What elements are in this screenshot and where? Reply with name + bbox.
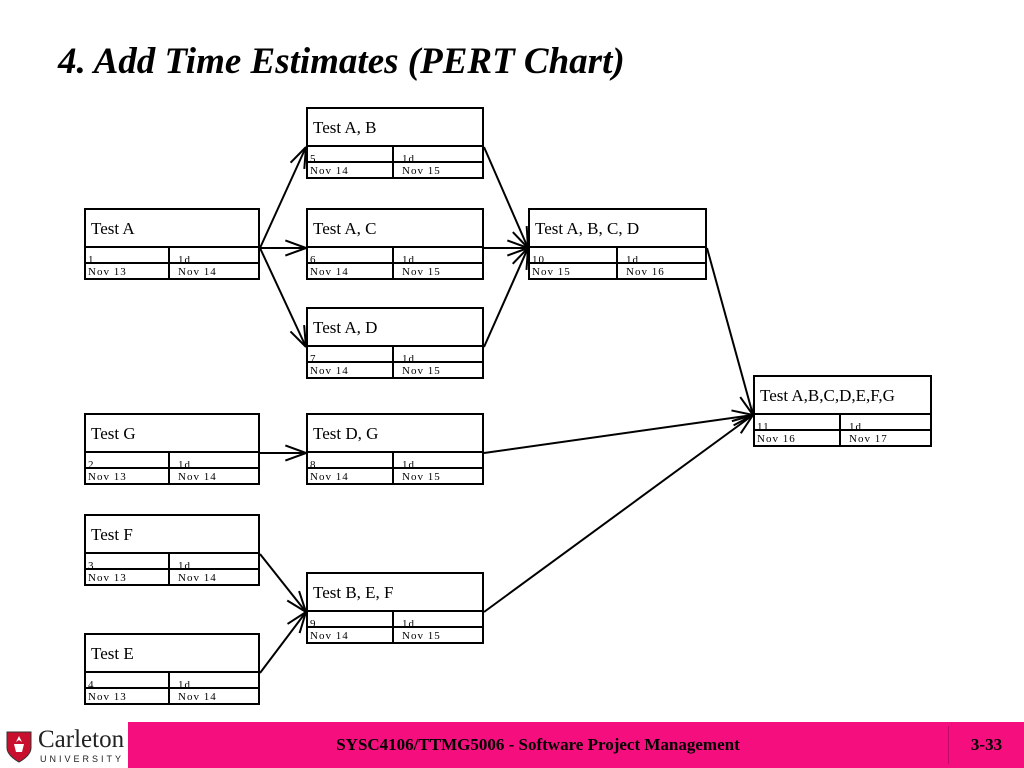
task-start: Nov 14	[310, 266, 349, 278]
task-finish: Nov 15	[392, 264, 484, 278]
task-id: 6	[310, 254, 317, 262]
footer-bar: SYSC4106/TTMG5006 - Software Project Man…	[128, 722, 1024, 768]
task-duration: 1d	[392, 147, 484, 161]
footer-divider	[948, 726, 949, 764]
task-row-dates: Nov 14 Nov 15	[306, 262, 484, 280]
arrow-9-to-11	[483, 414, 754, 613]
task-start: Nov 16	[757, 433, 796, 445]
arrow-1-to-5	[259, 146, 307, 249]
page-number: 3-33	[970, 735, 1003, 754]
arrow-1-to-6	[260, 239, 307, 257]
university-logo: Carleton UNIVERSITY	[0, 722, 128, 768]
task-finish: Nov 15	[392, 469, 484, 483]
task-name: Test E	[84, 633, 260, 673]
task-id: 9	[310, 618, 317, 626]
task-name: Test D, G	[306, 413, 484, 453]
task-finish: Nov 14	[168, 264, 260, 278]
task-id: 5	[310, 153, 317, 161]
task-start: Nov 13	[88, 266, 127, 278]
slide-title: 4. Add Time Estimates (PERT Chart)	[58, 41, 625, 82]
task-duration: 1d	[392, 248, 484, 262]
task-name: Test A, B	[306, 107, 484, 147]
task-row-dates: Nov 15 Nov 16	[528, 262, 707, 280]
arrow-5-to-10	[483, 146, 529, 249]
task-name: Test A, C	[306, 208, 484, 248]
task-name: Test A, B, C, D	[528, 208, 707, 248]
arrow-4-to-9	[259, 611, 307, 674]
task-row-dates: Nov 14 Nov 15	[306, 161, 484, 179]
task-finish: Nov 17	[839, 431, 932, 445]
task-row-dates: Nov 13 Nov 14	[84, 568, 260, 586]
task-start: Nov 14	[310, 165, 349, 177]
task-name: Test B, E, F	[306, 572, 484, 612]
arrow-7-to-10	[483, 247, 529, 348]
task-finish: Nov 15	[392, 628, 484, 642]
task-duration: 1d	[168, 554, 260, 568]
task-duration: 1d	[839, 415, 932, 429]
arrow-8-to-11	[483, 409, 754, 454]
arrow-10-to-11	[706, 247, 756, 416]
task-id: 8	[310, 459, 317, 467]
task-id: 2	[88, 459, 95, 467]
task-id: 7	[310, 353, 317, 361]
task-id: 11	[757, 421, 770, 429]
task-row-dates: Nov 14 Nov 15	[306, 467, 484, 485]
task-duration: 1d	[616, 248, 707, 262]
task-id: 1	[88, 254, 95, 262]
task-start: Nov 14	[310, 630, 349, 642]
task-finish: Nov 14	[168, 469, 260, 483]
task-duration: 1d	[168, 453, 260, 467]
task-finish: Nov 15	[392, 163, 484, 177]
task-start: Nov 13	[88, 691, 127, 703]
task-start: Nov 14	[310, 471, 349, 483]
task-start: Nov 14	[310, 365, 349, 377]
task-name: Test A,B,C,D,E,F,G	[753, 375, 932, 415]
task-start: Nov 15	[532, 266, 571, 278]
task-row-dates: Nov 13 Nov 14	[84, 687, 260, 705]
task-finish: Nov 14	[168, 570, 260, 584]
task-start: Nov 13	[88, 471, 127, 483]
task-row-dates: Nov 13 Nov 14	[84, 262, 260, 280]
shield-icon	[6, 731, 32, 763]
task-duration: 1d	[392, 453, 484, 467]
task-row-dates: Nov 14 Nov 15	[306, 626, 484, 644]
task-finish: Nov 15	[392, 363, 484, 377]
course-title: SYSC4106/TTMG5006 - Software Project Man…	[336, 735, 740, 754]
logo-text: Carleton	[38, 726, 125, 753]
arrow-3-to-9	[259, 553, 307, 613]
arrow-2-to-8	[260, 444, 307, 462]
task-name: Test A, D	[306, 307, 484, 347]
task-id: 10	[532, 254, 545, 262]
task-finish: Nov 16	[616, 264, 707, 278]
arrow-6-to-10	[484, 239, 529, 257]
task-start: Nov 13	[88, 572, 127, 584]
task-finish: Nov 14	[168, 689, 260, 703]
task-name: Test A	[84, 208, 260, 248]
task-row-dates: Nov 16 Nov 17	[753, 429, 932, 447]
logo-subtext: UNIVERSITY	[40, 754, 125, 764]
task-id: 4	[88, 679, 95, 687]
task-id: 3	[88, 560, 95, 568]
task-row-dates: Nov 13 Nov 14	[84, 467, 260, 485]
task-duration: 1d	[392, 347, 484, 361]
task-duration: 1d	[168, 673, 260, 687]
arrow-1-to-7	[259, 247, 307, 348]
task-row-dates: Nov 14 Nov 15	[306, 361, 484, 379]
task-duration: 1d	[168, 248, 260, 262]
task-name: Test G	[84, 413, 260, 453]
task-duration: 1d	[392, 612, 484, 626]
task-name: Test F	[84, 514, 260, 554]
